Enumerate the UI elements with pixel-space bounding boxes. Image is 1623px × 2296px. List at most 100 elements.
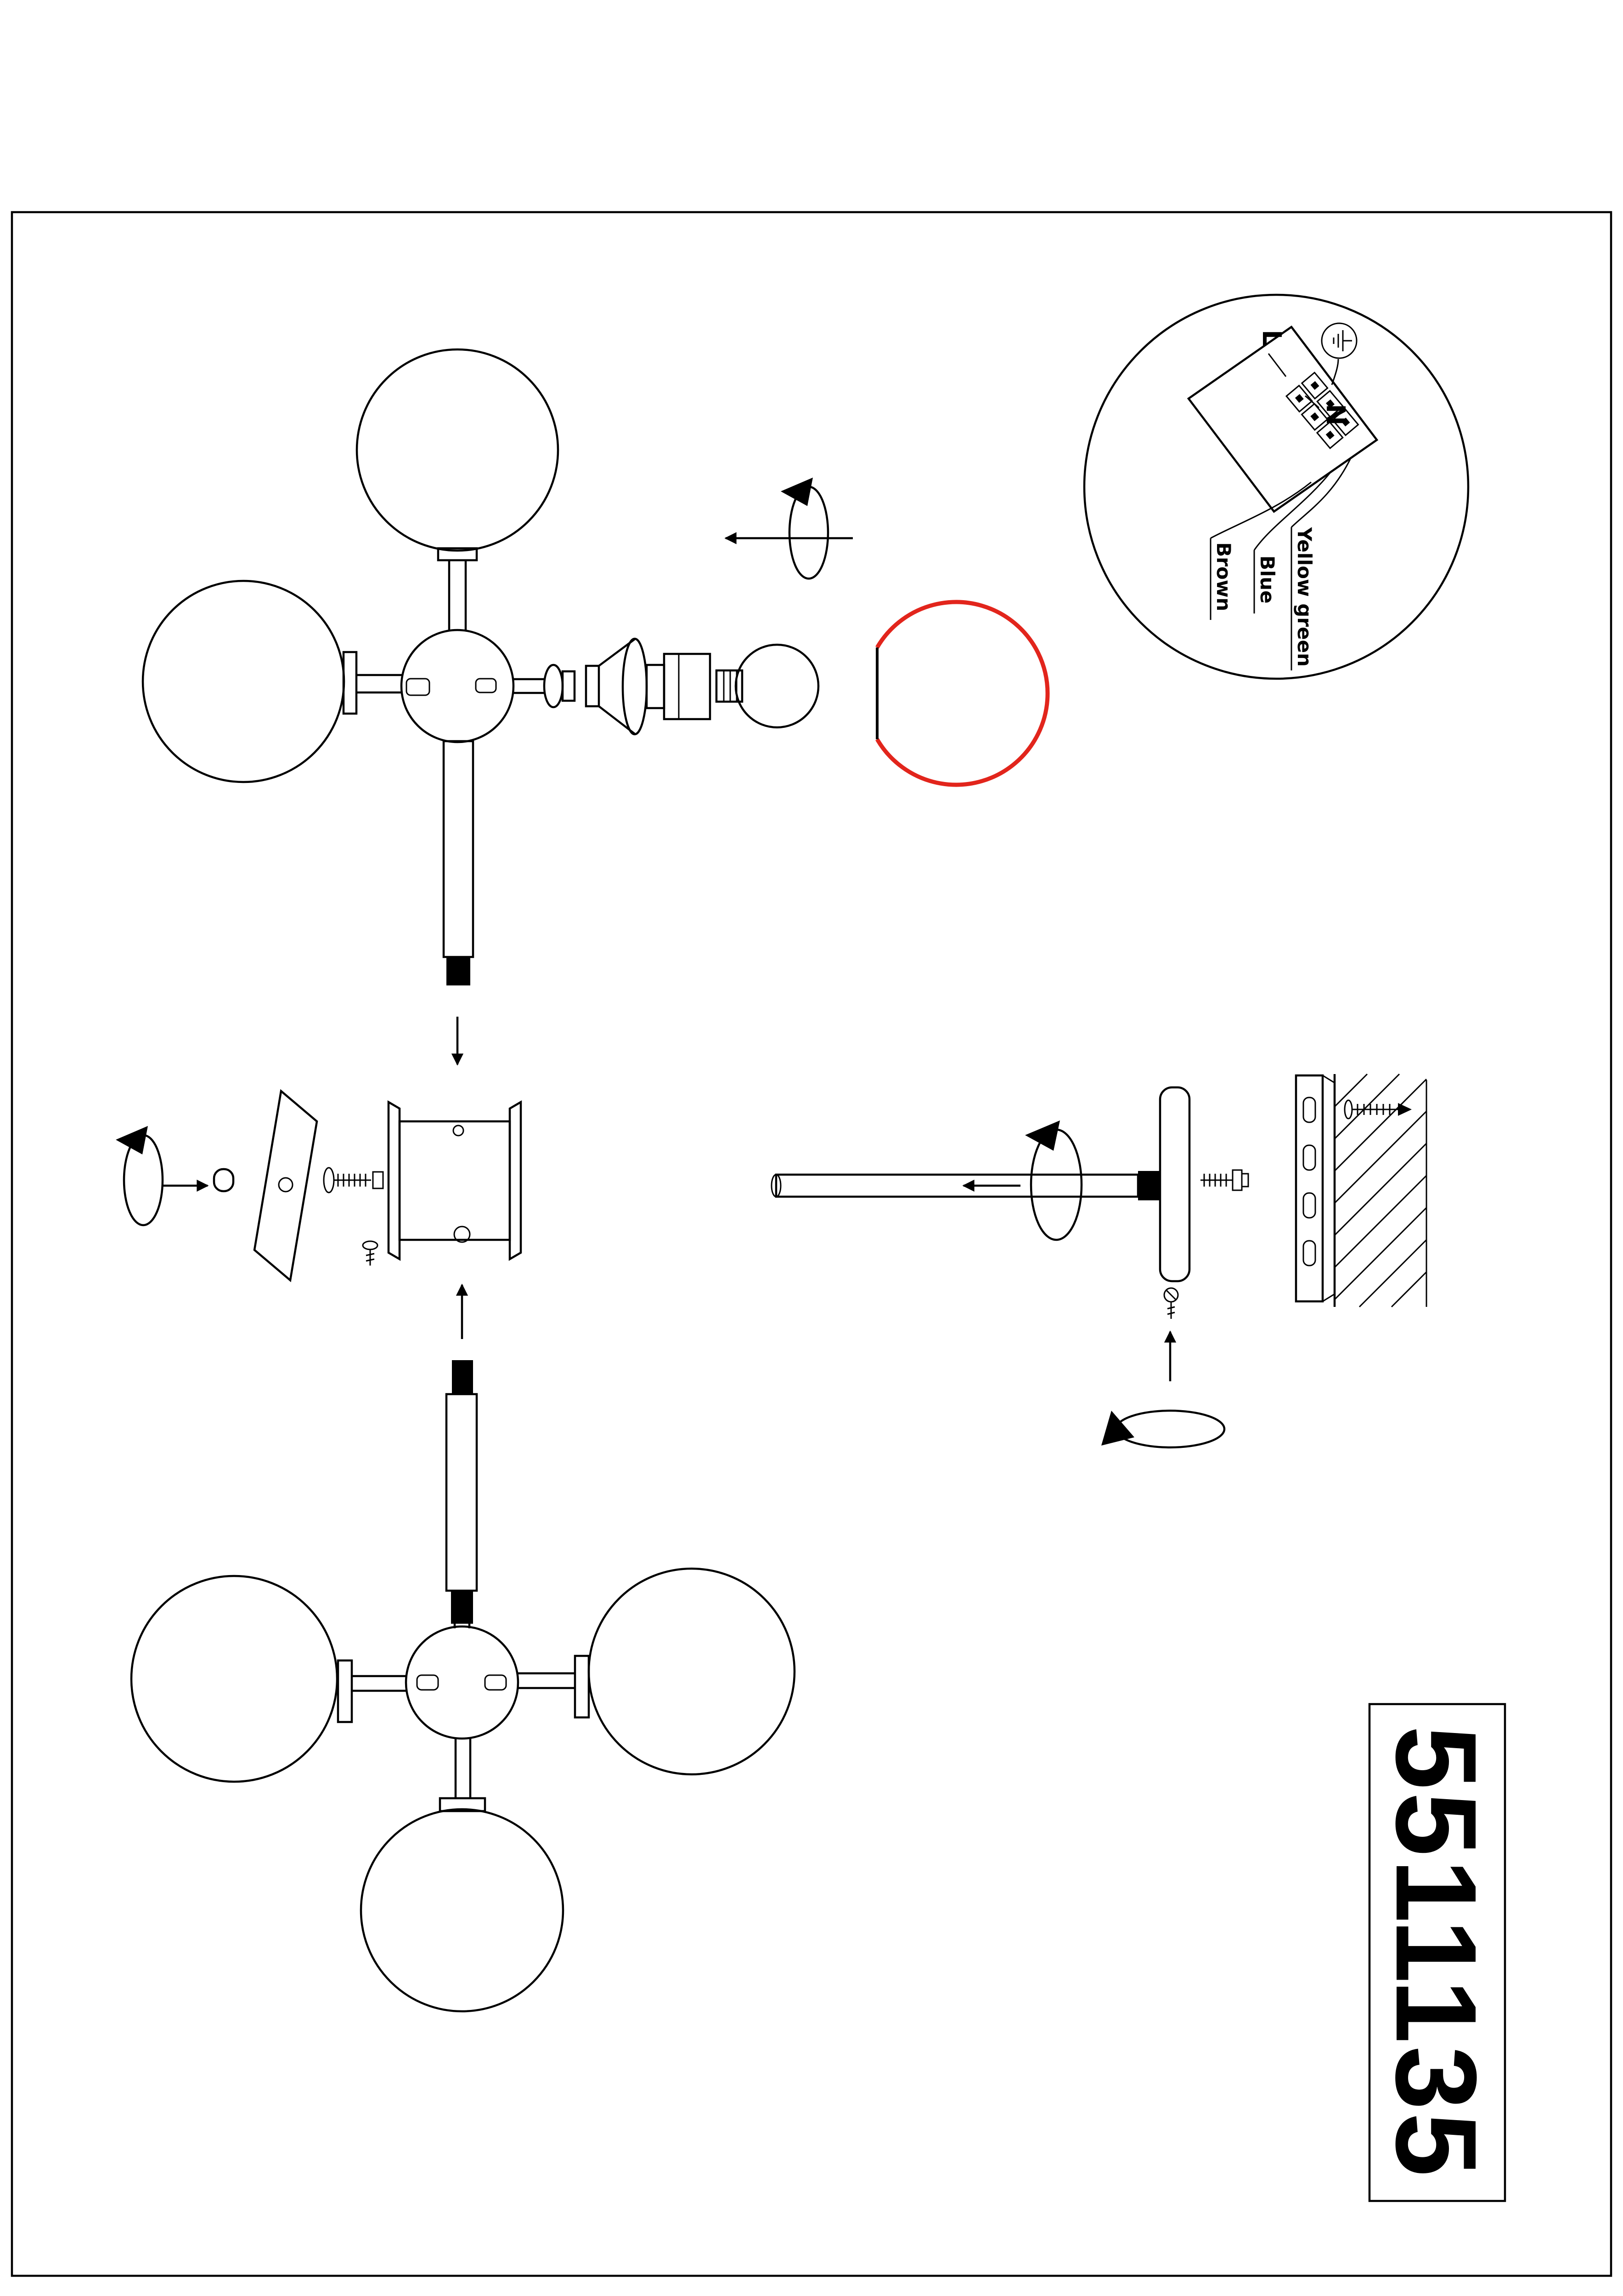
part-number-box: 5511135 — [1368, 1703, 1506, 2202]
rotation-arrow-tip — [116, 1126, 148, 1154]
light-bulb — [715, 643, 820, 729]
small-screw — [362, 1240, 378, 1266]
glass-globe-bottom — [360, 1808, 564, 2013]
socket-body — [663, 653, 711, 720]
screw-cap — [1241, 1173, 1249, 1187]
terminal — [1331, 408, 1359, 436]
rotation-arrow-tip — [781, 478, 813, 506]
rotation-ellipse-icon — [1115, 1409, 1226, 1449]
glass-globe-top — [355, 348, 559, 552]
globe-fitting — [439, 1797, 486, 1812]
rotation-ellipse-icon — [788, 485, 829, 580]
ground-symbol-icon — [1321, 322, 1358, 385]
bulb-glass — [734, 643, 820, 729]
bracket-hook — [1322, 1075, 1335, 1084]
terminal-screw — [1341, 417, 1350, 427]
part-number-frame — [1368, 1703, 1506, 2202]
small-screw — [1163, 1287, 1179, 1319]
screw-horizontal — [323, 1167, 384, 1193]
neutral-leader-line — [1305, 395, 1319, 409]
shade-neck — [585, 664, 600, 708]
red-globe-outline — [875, 600, 1050, 787]
glass-globe-left — [141, 580, 345, 783]
assembled-fixture-bottom — [130, 1360, 796, 2013]
hub-slot — [416, 1674, 439, 1691]
rotation-arrow-tip — [1025, 1120, 1060, 1151]
mount-plate — [1159, 1086, 1191, 1283]
screw-tip — [1398, 1103, 1412, 1116]
terminal-screw — [1325, 430, 1335, 439]
mount-screw — [1200, 1169, 1249, 1191]
terminal — [1316, 390, 1344, 418]
wire-label-yellow-green: Yellow green — [1293, 527, 1316, 667]
glass-globe-right — [587, 1567, 796, 1776]
globe-fitting — [337, 1659, 353, 1723]
wire-yellow-green — [1291, 459, 1351, 528]
box-hole — [453, 1226, 471, 1243]
highlighted-globe — [875, 600, 1050, 787]
rotation-indicator-top — [724, 478, 853, 580]
globe-fitting — [342, 651, 358, 715]
wire-label-brown: Brown — [1212, 542, 1235, 611]
rod-connector — [446, 957, 470, 985]
globe-collar — [437, 547, 478, 562]
terminal-screw — [1310, 412, 1319, 422]
bracket-slot — [1302, 1097, 1316, 1123]
anchor-screw — [1344, 1099, 1412, 1120]
terminal — [1301, 403, 1329, 431]
rod-open-end — [771, 1174, 782, 1198]
bulb-base — [715, 669, 744, 703]
bracket-hook — [1322, 1293, 1335, 1302]
canopy-assembly — [116, 1089, 522, 1339]
bracket-slot — [1302, 1144, 1316, 1171]
terminal — [1316, 421, 1344, 450]
box-flange-right — [508, 1100, 522, 1261]
arm-connector — [406, 678, 430, 696]
inset-circle — [1083, 293, 1470, 680]
live-label: L — [1257, 330, 1286, 346]
ball-hub-bottom — [405, 1625, 519, 1740]
box-flange-left — [387, 1100, 401, 1261]
rotation-ellipse-icon — [1030, 1128, 1083, 1241]
canopy-plate — [253, 1089, 318, 1283]
terminal-screw — [1326, 399, 1335, 408]
wall-mount — [1101, 1073, 1427, 1449]
screw-head — [1232, 1169, 1243, 1191]
bracket-bar — [1295, 1074, 1324, 1303]
box-hole — [452, 1125, 464, 1137]
neutral-label: N — [1320, 404, 1350, 426]
wire-label-blue: Blue — [1256, 556, 1279, 604]
shade-mouth — [621, 637, 648, 736]
down-rod — [442, 740, 474, 958]
down-rod — [445, 1393, 478, 1592]
terminal — [1301, 371, 1329, 400]
finial-pin — [213, 1168, 235, 1193]
globe-fitting — [574, 1654, 590, 1719]
wall-hatch — [1333, 1073, 1427, 1308]
terminal-plate — [1187, 325, 1379, 513]
ferrule-nut — [543, 664, 564, 709]
glass-globe-left — [130, 1575, 338, 1783]
box-body — [398, 1120, 511, 1241]
terminal-screw — [1310, 381, 1319, 390]
terminal — [1285, 384, 1313, 413]
rod-tube — [775, 1173, 1139, 1198]
wiring-inset: L N Yellow green Blue Brown — [1083, 293, 1470, 680]
downrod-horizontal — [771, 1120, 1159, 1241]
exploded-fixture-top — [141, 348, 820, 1066]
page-border — [11, 211, 1612, 2277]
shade-cup — [585, 637, 648, 736]
wire-brown — [1210, 481, 1312, 539]
part-number: 5511135 — [1372, 1726, 1500, 2179]
nut — [372, 1171, 384, 1189]
terminal-screw — [1295, 394, 1304, 403]
bracket-slot — [1302, 1192, 1316, 1219]
ferrule-nut — [561, 670, 576, 702]
terminal-block-cluster — [1285, 371, 1359, 450]
rod-coupler — [1138, 1171, 1159, 1200]
junction-box — [387, 1100, 522, 1261]
hub-slot — [475, 678, 497, 693]
plate-hole — [278, 1177, 293, 1193]
hub-slot — [484, 1674, 507, 1691]
